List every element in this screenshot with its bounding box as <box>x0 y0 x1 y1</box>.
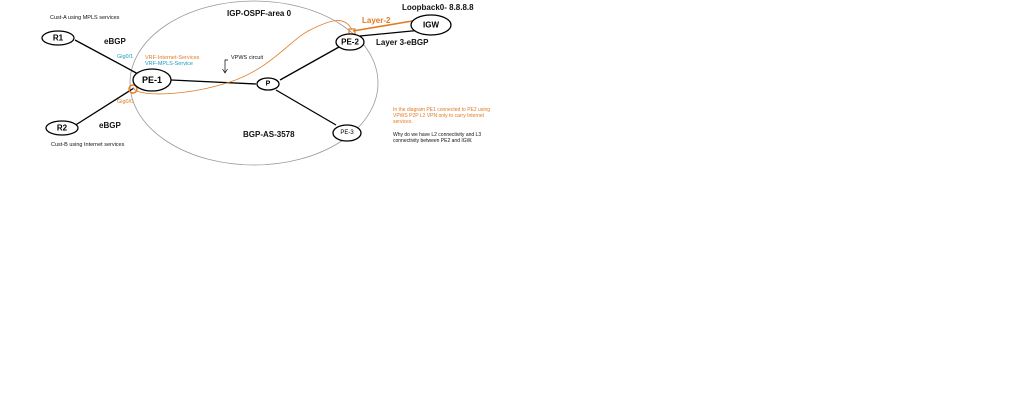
vpws-arrow-icon <box>224 59 228 72</box>
link-p-pe2 <box>279 46 340 81</box>
node-p[interactable] <box>256 77 280 91</box>
link-p-pe3 <box>275 89 337 126</box>
node-pe2[interactable] <box>335 33 365 51</box>
ospf-area-label: IGP-OSPF-area 0 <box>227 9 292 18</box>
link-r1-pe1 <box>74 39 141 76</box>
vrf-mpls-label: VRF-MPLS-Service <box>145 61 193 67</box>
node-pe2-label: PE-2 <box>341 37 359 47</box>
node-r1-label: R1 <box>52 33 64 43</box>
node-igw[interactable] <box>410 14 452 36</box>
node-r2-label: R2 <box>56 123 68 133</box>
link-r2-pe1 <box>73 87 135 127</box>
vpws-circuit-label: VPWS circuit <box>231 55 264 61</box>
ospf-domain-ellipse <box>129 0 379 166</box>
arrow-head-icon <box>222 68 228 74</box>
node-r1[interactable] <box>41 30 75 46</box>
node-r2[interactable] <box>45 120 79 136</box>
ebgp-r2-label: eBGP <box>99 121 121 130</box>
gig01-label: Gig0/1 <box>117 54 134 60</box>
link-pe2-igw-l3 <box>359 29 423 37</box>
node-p-label: P <box>265 80 271 88</box>
ebgp-r1-label: eBGP <box>104 37 126 46</box>
vrf-internet-label: VRF-Internet-Services <box>145 55 200 61</box>
cust-a-label: Cust-A using MPLS services <box>50 15 120 21</box>
vpws-circuit-path <box>132 20 353 95</box>
cust-b-label: Cust-B using Internet services <box>51 142 125 148</box>
gig00-interface-marker <box>128 84 138 94</box>
link-pe2-igw-l2 <box>352 19 419 32</box>
layer2-label: Layer-2 <box>362 16 391 25</box>
gig00-label: Gig0/0 <box>117 99 134 105</box>
loopback-label: Loopback0- 8.8.8.8 <box>402 3 474 12</box>
layer3-label: Layer 3-eBGP <box>376 38 429 47</box>
node-pe1-label: PE-1 <box>141 75 163 85</box>
statement-note: In the diagram PE1 connected to PE2 usin… <box>393 107 491 125</box>
node-igw-label: IGW <box>423 20 439 30</box>
question-note: Why do we have L2 connectivity and L3 co… <box>393 132 482 144</box>
node-pe3-label: PE-3 <box>340 130 354 136</box>
node-pe1[interactable] <box>132 68 172 92</box>
link-pe1-p <box>170 79 257 85</box>
node-pe3[interactable] <box>332 124 362 142</box>
bgp-as-label: BGP-AS-3578 <box>243 130 295 139</box>
